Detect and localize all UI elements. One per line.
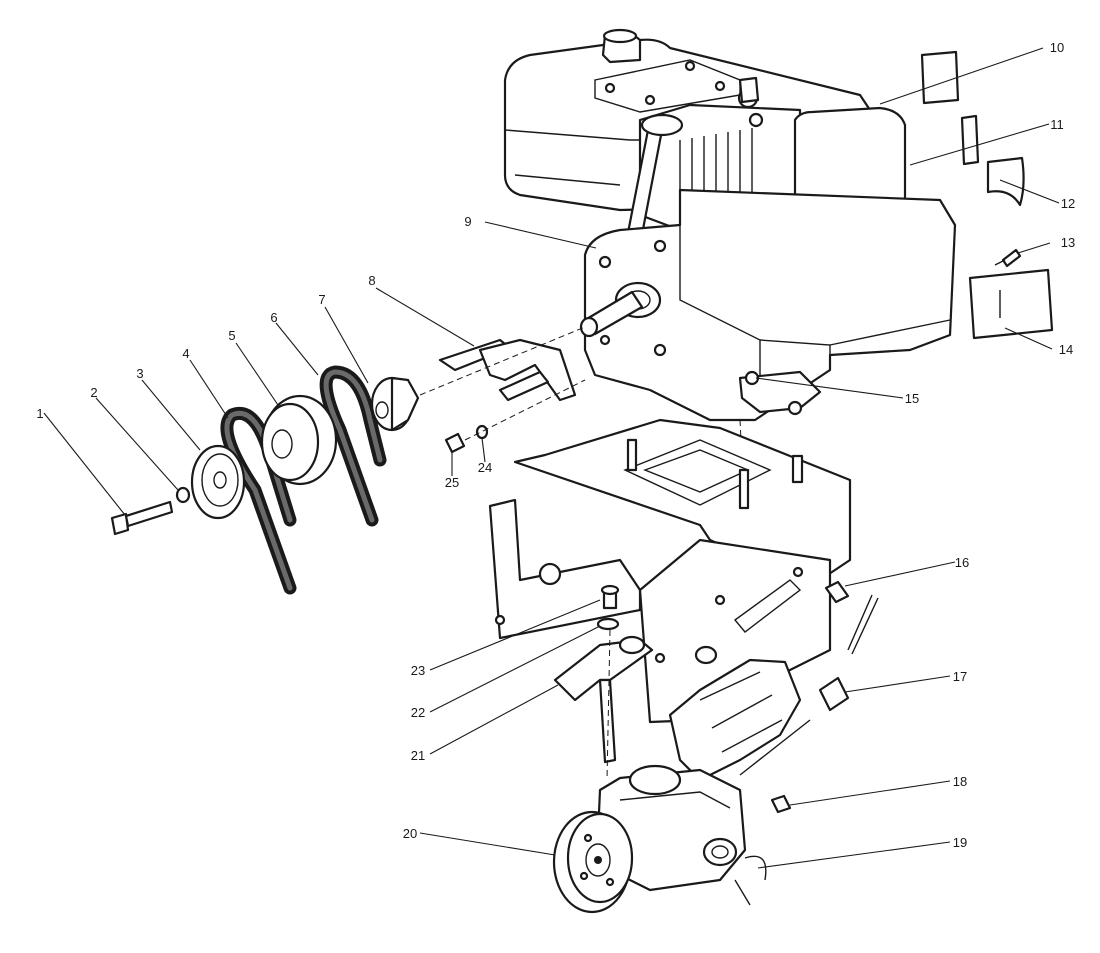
callout-10: 10 bbox=[1050, 40, 1064, 55]
pulley-20 bbox=[552, 810, 634, 914]
callout-4: 4 bbox=[182, 346, 189, 361]
callout-15: 15 bbox=[905, 391, 919, 406]
callout-5: 5 bbox=[228, 328, 235, 343]
bracket-8 bbox=[438, 338, 577, 402]
callout-18: 18 bbox=[953, 774, 967, 789]
cable-17 bbox=[818, 594, 879, 712]
bolt-1 bbox=[110, 500, 174, 536]
washer-24 bbox=[475, 424, 489, 440]
screw-13 bbox=[994, 248, 1022, 268]
callout-3: 3 bbox=[136, 366, 143, 381]
washer-2 bbox=[175, 486, 191, 504]
spring-19 bbox=[734, 855, 767, 906]
callout-23: 23 bbox=[411, 663, 425, 678]
belt-6 bbox=[319, 365, 387, 527]
engine bbox=[503, 28, 957, 422]
callout-22: 22 bbox=[411, 705, 425, 720]
callout-19: 19 bbox=[953, 835, 967, 850]
spacer-7 bbox=[370, 376, 420, 432]
callout-9: 9 bbox=[464, 214, 471, 229]
pulley-3 bbox=[190, 444, 246, 520]
callout-14: 14 bbox=[1059, 342, 1073, 357]
callout-24: 24 bbox=[478, 460, 492, 475]
callout-7: 7 bbox=[318, 292, 325, 307]
gearbox bbox=[596, 764, 747, 892]
washer-22 bbox=[596, 617, 620, 631]
callouts: 1 2 3 4 5 6 7 8 9 10 11 12 13 14 15 16 1… bbox=[36, 40, 1075, 869]
decal-11 bbox=[960, 114, 980, 166]
callout-20: 20 bbox=[403, 826, 417, 841]
screw-23 bbox=[600, 584, 620, 610]
callout-2: 2 bbox=[90, 385, 97, 400]
callout-13: 13 bbox=[1061, 235, 1075, 250]
nut-18 bbox=[770, 794, 792, 814]
screw-25 bbox=[444, 432, 466, 454]
callout-21: 21 bbox=[411, 748, 425, 763]
callout-1: 1 bbox=[36, 406, 43, 421]
decal-12 bbox=[986, 156, 1025, 207]
callout-17: 17 bbox=[953, 669, 967, 684]
bracket-21 bbox=[553, 635, 654, 764]
decal-10 bbox=[920, 50, 960, 105]
pulley-5 bbox=[260, 394, 338, 486]
callout-16: 16 bbox=[955, 555, 969, 570]
bolt-16 bbox=[824, 580, 850, 604]
callout-11: 11 bbox=[1050, 117, 1064, 132]
callout-25: 25 bbox=[445, 475, 459, 490]
callout-8: 8 bbox=[368, 273, 375, 288]
decal-14 bbox=[968, 268, 1054, 340]
mounting-frame bbox=[488, 418, 852, 724]
callout-12: 12 bbox=[1061, 196, 1075, 211]
callout-6: 6 bbox=[270, 310, 277, 325]
